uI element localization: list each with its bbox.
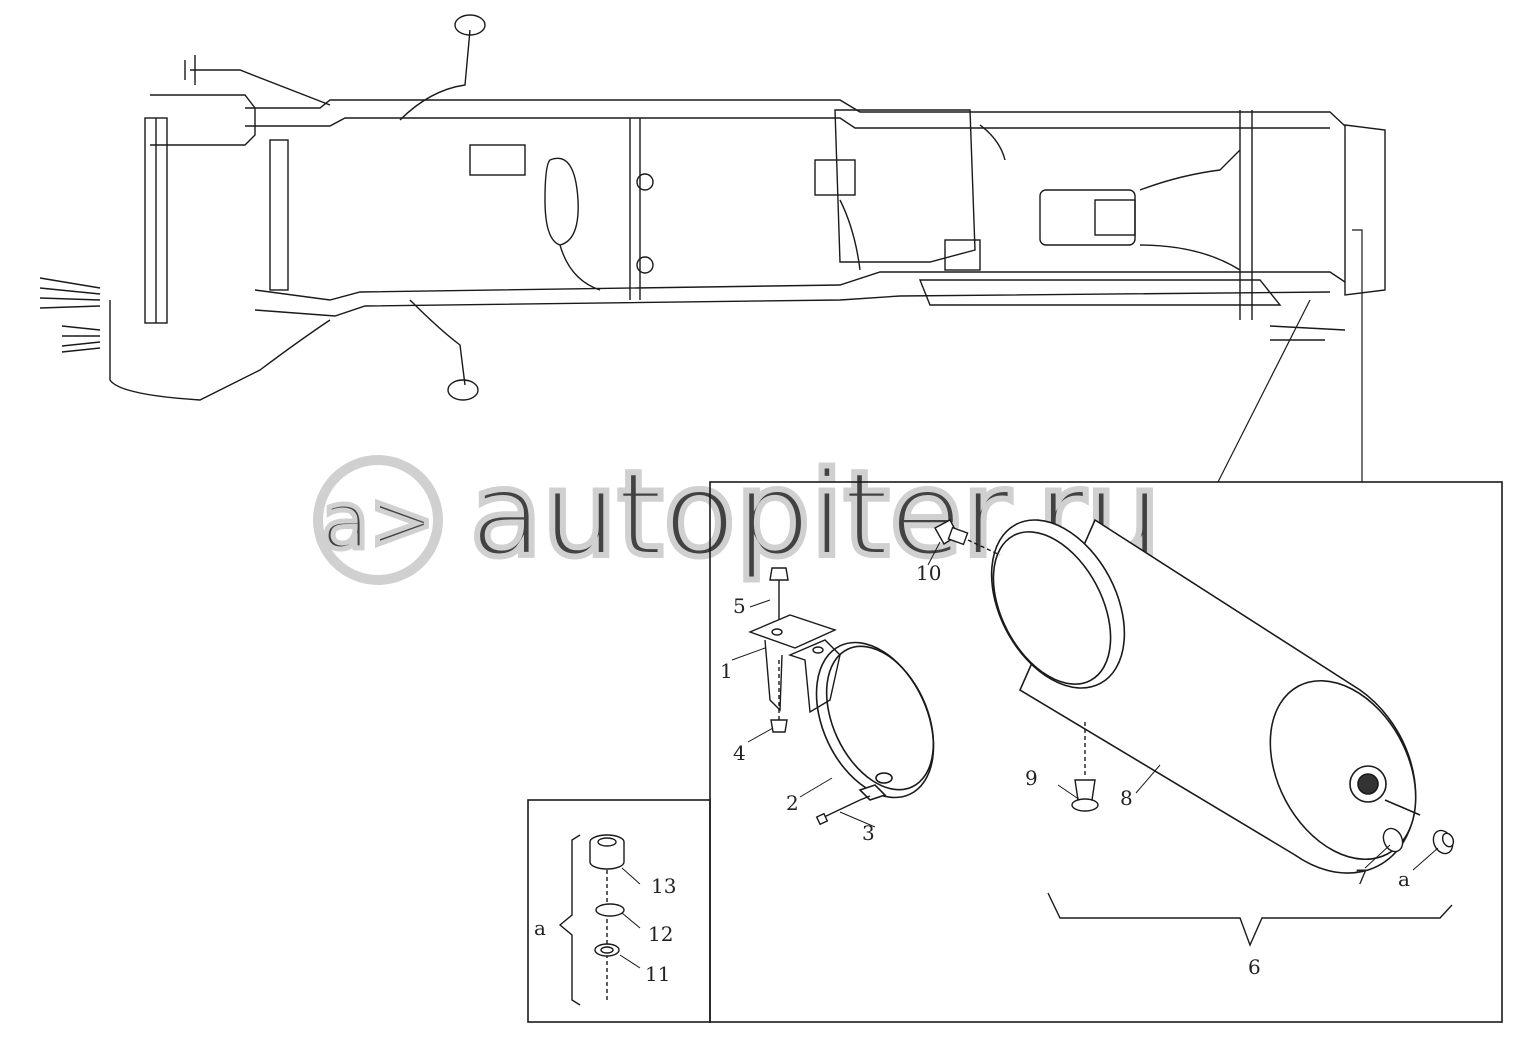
watermark-logo-glyph: a> [321,477,434,567]
nut-13-body [589,842,625,870]
brake-chamber-bottom [447,379,479,401]
callout-10: 10 [916,561,941,585]
callout-4: 4 [733,741,746,765]
detail-frame [709,481,1503,1023]
nut-4 [770,719,788,733]
chassis-overview [39,14,1386,401]
callout-labels: 1 2 3 4 5 6 7 8 9 10 11 12 13 a a [534,561,1410,986]
callout-12: 12 [648,922,673,946]
plug-7 [1382,827,1404,853]
callout-7: 7 [1355,865,1368,889]
braces [558,834,1453,1006]
inset-parts [589,834,625,1000]
brake-chamber-top [454,14,486,36]
air-tank [990,518,1421,874]
callout-8: 8 [1120,786,1133,810]
strap-2 [815,641,935,801]
fitting-a [1432,829,1455,855]
callout-9: 9 [1025,766,1038,790]
callout-leaders [619,541,1439,969]
callout-a-inset: a [534,916,546,940]
callout-a-main: a [1398,867,1410,891]
callout-13: 13 [651,874,676,898]
bolt-5 [769,567,789,720]
callout-3: 3 [862,821,875,845]
washer-12 [595,903,625,917]
leader-lines [1217,229,1363,483]
callout-6: 6 [1248,955,1261,979]
callout-5: 5 [733,594,746,618]
bracket-1 [748,614,841,714]
callout-2: 2 [786,791,799,815]
watermark-logo-ring [313,455,443,585]
inset-frame [527,799,711,1023]
callout-1: 1 [720,659,733,683]
callout-11: 11 [645,962,670,986]
angle-fitting-10 [934,519,1001,556]
drain-valve-9 [1071,722,1099,812]
bolt-3 [815,795,871,826]
